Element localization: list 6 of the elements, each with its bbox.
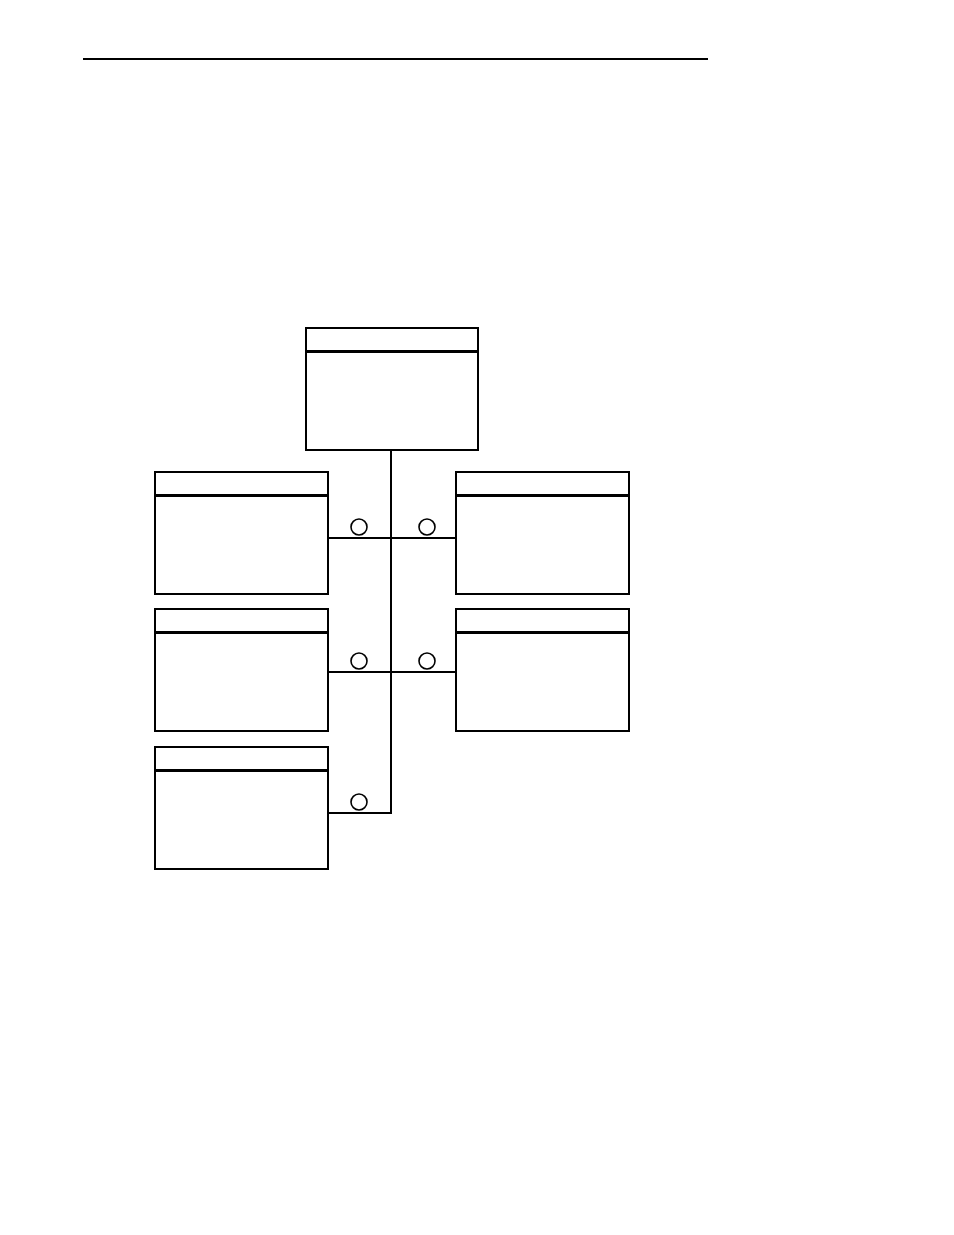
- entity-box: [154, 608, 329, 732]
- entity-box: [455, 471, 630, 595]
- entity-box: [154, 471, 329, 595]
- entity-box: [154, 746, 329, 870]
- entity-box: [305, 327, 479, 451]
- entity-box: [455, 608, 630, 732]
